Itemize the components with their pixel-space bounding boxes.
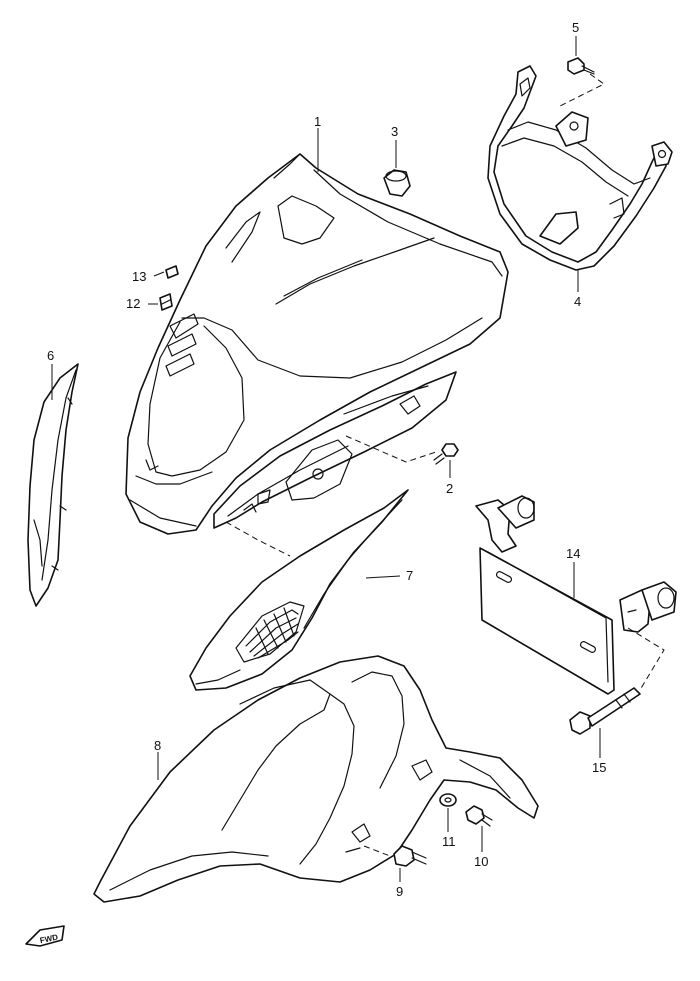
side-cover-drawing	[27, 363, 79, 607]
callout-13: 13	[132, 269, 146, 284]
fwd-label: FWD	[39, 933, 59, 946]
brace-bolt-drawing	[567, 57, 595, 75]
fwd-arrow-icon: FWD	[25, 925, 65, 947]
callout-5: 5	[572, 20, 579, 35]
callout-4: 4	[574, 294, 581, 309]
cowling-screw-drawing	[433, 443, 459, 465]
lower-cover-drawing	[189, 489, 409, 691]
assembly-lines	[225, 73, 665, 857]
cowling-grommet-drawing	[383, 169, 411, 197]
number-plate-bracket-drawing	[475, 495, 677, 695]
cushion-drawing	[165, 265, 179, 279]
callout-6: 6	[47, 348, 54, 363]
callout-10: 10	[474, 854, 488, 869]
callout-7: 7	[406, 568, 413, 583]
cowling-brace-drawing	[487, 65, 673, 271]
callout-8: 8	[154, 738, 161, 753]
callout-1: 1	[314, 114, 321, 129]
fender-screw-drawing	[465, 805, 493, 827]
callout-15: 15	[592, 760, 606, 775]
front-cowling-drawing	[125, 153, 509, 535]
front-fender-drawing	[93, 655, 539, 903]
clip-drawing	[159, 293, 173, 311]
mesh-grille	[245, 607, 299, 659]
fender-bolt-drawing	[393, 845, 427, 867]
callout-3: 3	[391, 124, 398, 139]
fender-washer-drawing	[439, 793, 457, 807]
callout-12: 12	[126, 296, 140, 311]
callout-11: 11	[442, 834, 456, 849]
callout-labels: 1 2 3 4 5 6 7 8 9 10 11 12 13 14 15	[47, 20, 606, 899]
callout-9: 9	[396, 884, 403, 899]
callout-2: 2	[446, 481, 453, 496]
bracket-bolt-drawing	[569, 687, 641, 735]
callout-14: 14	[566, 546, 580, 561]
leader-lines	[51, 36, 601, 882]
